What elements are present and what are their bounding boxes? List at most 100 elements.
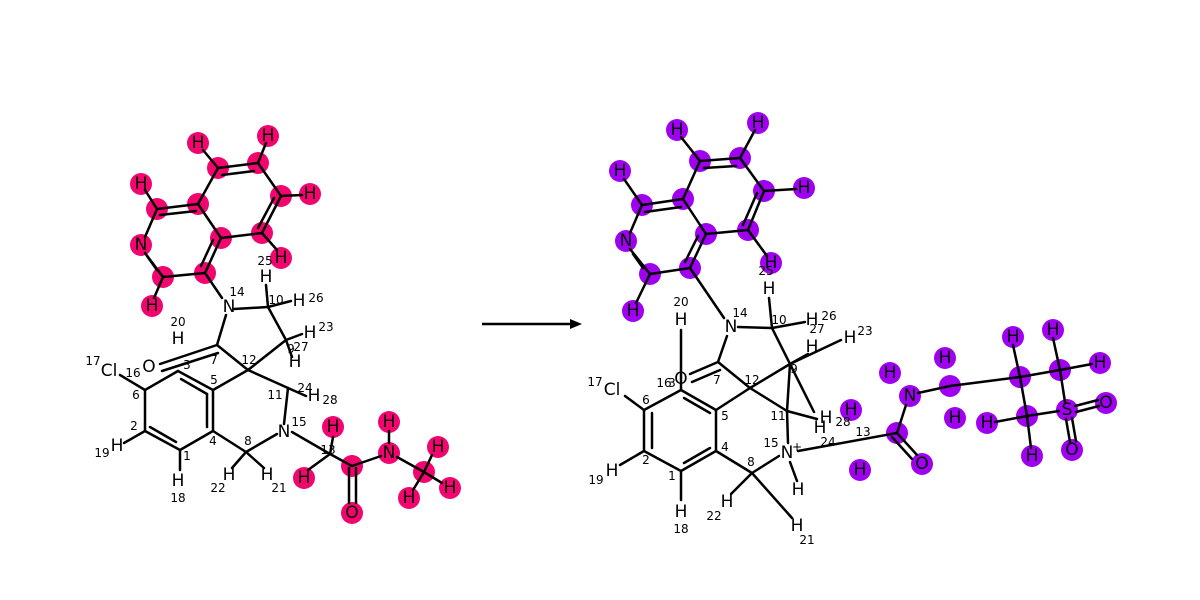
product-atom-label: O — [1099, 393, 1112, 413]
product-atom-label: H — [675, 502, 688, 522]
product-atom-index: 13 — [855, 425, 870, 439]
reactant-atom-index: 18 — [170, 491, 185, 505]
product-atom-label: H — [949, 408, 962, 428]
reactant-atom-label: H — [192, 133, 205, 153]
product-atom-label: H — [1047, 320, 1060, 340]
reactant-atom-label: O — [345, 503, 358, 523]
product-atom-index: 16 — [656, 376, 671, 390]
product-atom-label: H — [1026, 446, 1039, 466]
product-atom-index: 22 — [706, 509, 721, 523]
product-atom-index: 19 — [588, 473, 603, 487]
product-atom-index: 23 — [857, 324, 872, 338]
product-atom-index: 5 — [721, 409, 729, 423]
product-atom-label: H — [844, 328, 857, 348]
product-atom-label: H — [763, 279, 776, 299]
reactant-atom-label: H — [146, 296, 159, 316]
product-atom-label: H — [1094, 353, 1107, 373]
reactant-atom-label: N — [223, 297, 236, 317]
product-atom-label: H — [721, 492, 734, 512]
product-atom-index: 20 — [673, 295, 688, 309]
reactant-atom-index: 15 — [291, 415, 306, 429]
reactant-atom-label: Cl — [101, 361, 118, 381]
product-atom-label: N — [781, 443, 794, 463]
product-atom-label: H — [798, 178, 811, 198]
reactant-atom-label: H — [223, 465, 236, 485]
product-atom-label: H — [981, 413, 994, 433]
product-atom-label: O — [674, 369, 687, 389]
product-atom-index: 11 — [770, 409, 785, 423]
reactant-atom-index: 13 — [320, 443, 335, 457]
product-atom-label: H — [845, 400, 858, 420]
product-atom-label: H — [814, 418, 827, 438]
product-atom-index: 8 — [747, 455, 755, 469]
reactant-atom-label: H — [172, 329, 185, 349]
product-atom-label: H — [791, 516, 804, 536]
reactant-atom-label: N — [278, 422, 291, 442]
product-atom-index: 25 — [758, 264, 773, 278]
reactant-atom-index: 11 — [267, 388, 282, 402]
reactant-atom-index: 12 — [241, 353, 256, 367]
reactant-atom-index: 9 — [287, 342, 295, 356]
reactant-atom-index: 14 — [229, 285, 244, 299]
reactant-atom-label: H — [298, 468, 311, 488]
product-atom-label: O — [1065, 440, 1078, 460]
reactant-atom-index: 17 — [85, 354, 100, 368]
reactant-atom-index: 27 — [293, 340, 308, 354]
product-atom-label: O — [915, 454, 928, 474]
product-bonds — [618, 128, 1101, 520]
product-atom-index: 9 — [790, 362, 798, 376]
product-atom-label: H — [671, 120, 684, 140]
reactant-atom-index: 6 — [132, 388, 140, 402]
product-atom-label: H — [765, 253, 778, 273]
product-atom-index: 18 — [673, 522, 688, 536]
reactant-atom-index: 28 — [322, 393, 337, 407]
product-atom-index: 14 — [732, 306, 747, 320]
product-atom-index: 10 — [771, 313, 786, 327]
product-atom-label: H — [792, 480, 805, 500]
reactant-atom-label: H — [383, 412, 396, 432]
reactant-atom-index: 23 — [318, 320, 333, 334]
reactant-atom-label: H — [262, 126, 275, 146]
product-atom-label: H — [939, 348, 952, 368]
product-atom-index: 27 — [809, 322, 824, 336]
reactant-atom-label: N — [383, 443, 396, 463]
reactant-atom-index: 20 — [170, 315, 185, 329]
reactant-atom-index: 16 — [125, 366, 140, 380]
reactant-atom-label: H — [432, 437, 445, 457]
reactant-atom-label: H — [261, 465, 274, 485]
reactant-atom-label: H — [289, 352, 302, 372]
reactant-atom-index: 26 — [308, 291, 323, 305]
product-atom-label: H — [606, 461, 619, 481]
reactant-atom-label: H — [444, 478, 457, 498]
product-atom-index: 17 — [587, 375, 602, 389]
reactant-atom-label: H — [304, 184, 317, 204]
product-atom-index: 15 — [763, 436, 778, 450]
reactant-atom-index: 2 — [130, 419, 138, 433]
product-atom-index: 1 — [668, 469, 676, 483]
product-atom-index: 12 — [744, 373, 759, 387]
reactant-atom-label: H — [403, 488, 416, 508]
product-atom-label: H — [806, 310, 819, 330]
product-atom-index: 26 — [821, 309, 836, 323]
reactant-atom-index: 3 — [183, 358, 191, 372]
product-atom-index: 21 — [799, 533, 814, 547]
reactant-atom-label: N — [135, 235, 148, 255]
reactant-atom-label: H — [327, 417, 340, 437]
product-atom-label: H — [820, 408, 833, 428]
reactant-atom-label: H — [111, 436, 124, 456]
product-atom-label: N — [725, 317, 738, 337]
reactant-atom-label: H — [172, 471, 185, 491]
product-atom-index: 3 — [668, 376, 676, 390]
reactant-atom-index: 4 — [209, 434, 217, 448]
product-atom-index: + — [792, 440, 802, 454]
product-atom-label: H — [806, 337, 819, 357]
product-atom-index: 28 — [835, 415, 850, 429]
reactant-atom-index: 25 — [257, 254, 272, 268]
reactant-atom-label: H — [304, 323, 317, 343]
product-atom-label: H — [884, 363, 897, 383]
product-atom-label: N — [904, 386, 917, 406]
product-atom-index: 24 — [820, 435, 835, 449]
reactant-atom-label: H — [293, 291, 306, 311]
reactant-atom-label: H — [260, 267, 273, 287]
